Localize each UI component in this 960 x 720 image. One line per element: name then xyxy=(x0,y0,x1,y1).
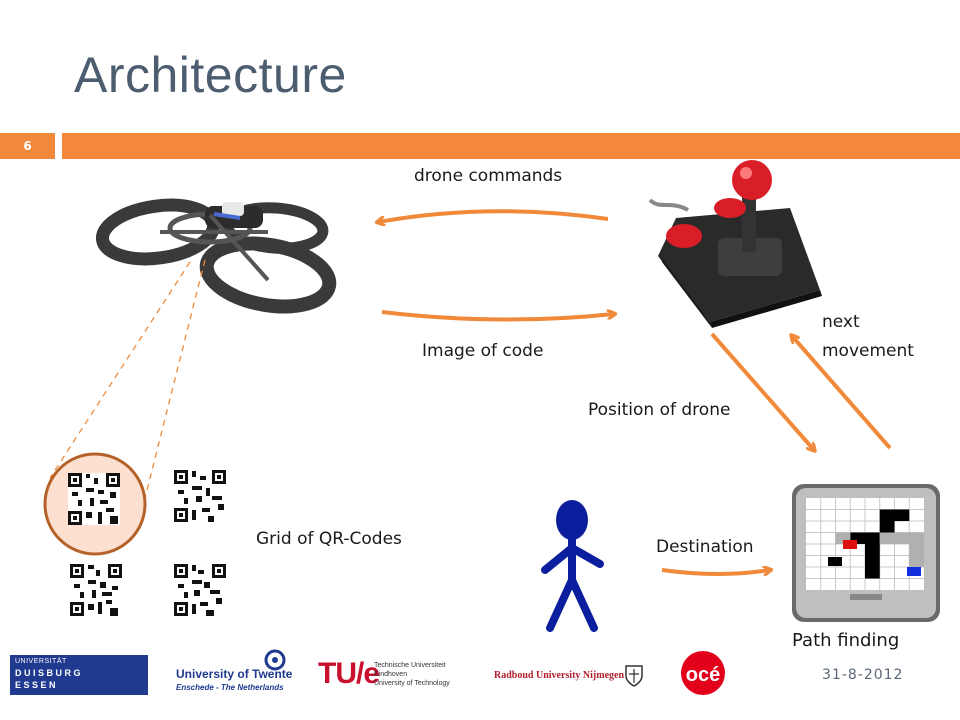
logo-university-of-twente: University of Twente Enschede - The Neth… xyxy=(176,649,292,697)
tue-logo-line1: Technische Universiteit xyxy=(374,662,446,669)
tue-logo-mark: TU/e xyxy=(318,657,380,690)
ude-logo-small-text: UNIVERSITÄT xyxy=(15,658,67,665)
qr-code-2 xyxy=(174,470,226,522)
ude-logo-line1: DUISBURG xyxy=(15,668,84,678)
qr-code-4 xyxy=(174,564,226,616)
ude-logo-line2: ESSEN xyxy=(15,680,59,690)
label-grid-of-qr-codes: Grid of QR-Codes xyxy=(256,529,402,549)
slide-title: Architecture xyxy=(74,47,347,103)
oce-logo-text: océ xyxy=(686,664,720,686)
twente-logo-sub: Enschede - The Netherlands xyxy=(176,683,284,692)
person-figure xyxy=(541,500,604,632)
logo-tu-eindhoven: TU/e Technische Universiteit Eindhoven U… xyxy=(318,657,468,695)
twente-logo-main: University of Twente xyxy=(176,667,293,681)
tue-logo-text: Technische Universiteit Eindhoven Univer… xyxy=(374,661,450,688)
label-destination: Destination xyxy=(656,537,754,557)
label-position-of-drone: Position of drone xyxy=(588,400,731,420)
slide-date: 31-8-2012 xyxy=(822,667,904,683)
navigation-device xyxy=(792,484,940,622)
arrow-next-movement xyxy=(792,336,892,450)
drone-image xyxy=(95,198,337,314)
title-divider-bar xyxy=(62,133,960,159)
tue-logo-line3: University of Technology xyxy=(374,680,450,687)
logo-oce: océ xyxy=(676,650,730,696)
arrow-position-of-drone xyxy=(710,332,814,450)
label-next-movement: next movement xyxy=(822,312,914,361)
slide-number: 6 xyxy=(0,133,55,159)
projection-line-right xyxy=(141,259,206,511)
joystick-image xyxy=(648,160,822,328)
label-image-of-code: Image of code xyxy=(422,341,544,361)
radboud-logo-text: Radboud University Nijmegen xyxy=(494,670,625,681)
radboud-crest-icon xyxy=(625,665,643,687)
label-drone-commands: drone commands xyxy=(414,166,563,186)
oce-logo-icon: océ xyxy=(681,651,725,695)
arrow-destination xyxy=(661,570,770,574)
qr-code-1 xyxy=(68,473,120,525)
projection-line-left xyxy=(49,261,191,479)
tue-logo-line2: Eindhoven xyxy=(374,671,408,678)
logo-uni-duisburg-essen: UNIVERSITÄT DUISBURG ESSEN xyxy=(10,655,148,695)
qr-code-3 xyxy=(70,564,122,616)
label-path-finding: Path finding xyxy=(792,630,900,651)
arrow-drone-commands xyxy=(378,209,609,222)
twente-emblem-icon xyxy=(264,649,286,671)
arrow-image-of-code xyxy=(381,312,614,322)
logo-radboud: Radboud University Nijmegen xyxy=(494,665,644,690)
